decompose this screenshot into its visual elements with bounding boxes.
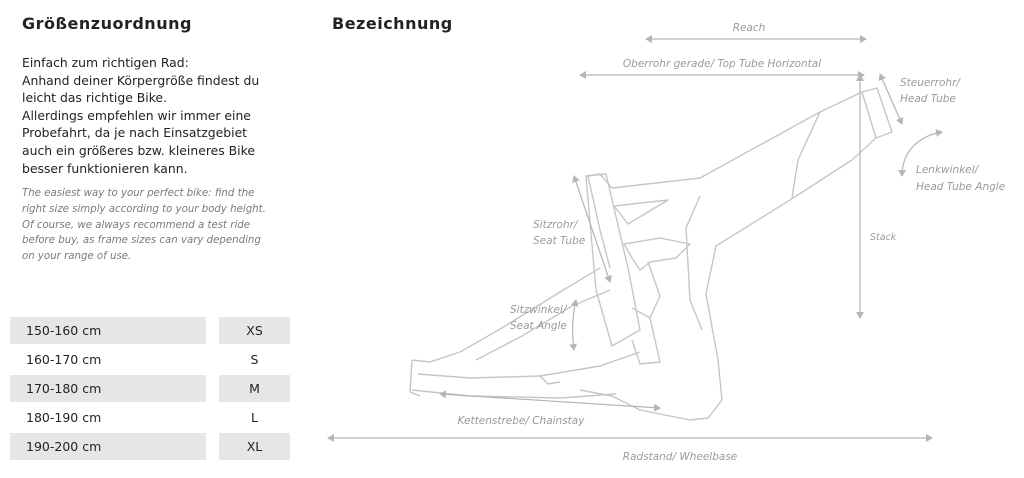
seat-angle-label: Sitzwinkel/ <box>510 304 568 316</box>
height-range: 180-190 cm <box>26 410 102 425</box>
geometry-title: Bezeichnung <box>332 14 453 33</box>
head-tube-arrow <box>878 73 904 125</box>
frame-size: M <box>219 375 290 402</box>
seat-tube-shape <box>585 173 641 347</box>
chainstay-arrow <box>439 390 661 412</box>
intro-line: Einfach zum richtigen Rad: <box>22 55 189 70</box>
height-range: 160-170 cm <box>26 352 102 367</box>
size-row: 180-190 cm L <box>10 403 290 432</box>
wheelbase-label: Radstand/ Wheelbase <box>623 451 738 463</box>
frame-size: XL <box>219 433 290 460</box>
head-angle-label: Head Tube Angle <box>916 181 1005 193</box>
seat-stay-shape <box>475 289 611 361</box>
english-line: on your range of use. <box>22 251 132 263</box>
top-tube-label: Oberrohr gerade/ Top Tube Horizontal <box>623 58 821 70</box>
measurement-arrows <box>327 35 943 442</box>
bike-frame-outline <box>409 87 893 421</box>
seat-angle-label: Seat Angle <box>510 320 567 332</box>
english-line: The easiest way to your perfect bike: fi… <box>22 188 255 199</box>
rocker-shape <box>623 237 691 271</box>
tube-detail <box>631 317 661 365</box>
stack-label: Stack <box>870 232 897 243</box>
frame-size: XS <box>219 317 290 344</box>
chainstay-shape <box>417 351 641 379</box>
tube-detail <box>685 195 703 331</box>
intro-line: auch ein größeres bzw. kleineres Bike <box>22 142 255 158</box>
intro-line: besser funktionieren kann. <box>22 160 188 176</box>
height-range: 150-160 cm <box>10 317 206 344</box>
head-tube-shape <box>861 87 893 139</box>
english-line: Of course, we always recommend a test ri… <box>22 219 251 231</box>
tube-detail <box>613 199 669 225</box>
sizing-title: Größenzuordnung <box>22 14 192 33</box>
reach-label: Reach <box>733 22 766 34</box>
intro-line: Probefahrt, da je nach Einsatzgebiet <box>22 125 248 141</box>
intro-line: leicht das richtige Bike. <box>22 90 167 106</box>
head-angle-label: Lenkwinkel/ <box>916 164 980 176</box>
intro-line: Allerdings empfehlen wir immer eine <box>22 107 251 123</box>
height-range: 190-200 cm <box>10 433 206 460</box>
size-table: 150-160 cm XS 160-170 cm S 170-180 cm M … <box>10 316 290 461</box>
head-tube-label: Head Tube <box>900 93 956 105</box>
head-angle-arrow <box>898 129 943 177</box>
size-row: 190-200 cm XL <box>10 432 290 461</box>
down-tube-shape <box>579 137 877 421</box>
tube-detail <box>539 375 561 385</box>
shock-shape <box>631 261 661 319</box>
intro-text-de: Einfach zum richtigen Rad: Anhand deiner… <box>22 54 292 177</box>
frame-size: S <box>250 352 259 367</box>
seat-tube-label: Sitzrohr/ <box>533 219 579 231</box>
size-row: 170-180 cm M <box>10 374 290 403</box>
frame-size: L <box>251 410 258 425</box>
height-range: 170-180 cm <box>10 375 206 402</box>
head-tube-label: Steuerrohr/ <box>900 77 961 89</box>
english-line: before buy, as frame sizes can vary depe… <box>22 235 261 247</box>
seat-tube-label: Seat Tube <box>533 235 585 247</box>
seat-angle-arrow <box>569 299 579 351</box>
chainstay-label: Kettenstrebe/ Chainstay <box>458 415 586 427</box>
english-line: right size simply according to your body… <box>22 203 266 215</box>
seat-tube-arrow <box>572 175 612 283</box>
dropout-shape <box>409 359 421 397</box>
seat-stay-shape <box>411 267 601 363</box>
size-row: 150-160 cm XS <box>10 316 290 345</box>
intro-text-en: The easiest way to your perfect bike: fi… <box>22 186 292 265</box>
intro-line: Anhand deiner Körpergröße findest du <box>22 72 260 88</box>
tube-detail <box>791 111 821 199</box>
size-row: 160-170 cm S <box>10 345 290 374</box>
